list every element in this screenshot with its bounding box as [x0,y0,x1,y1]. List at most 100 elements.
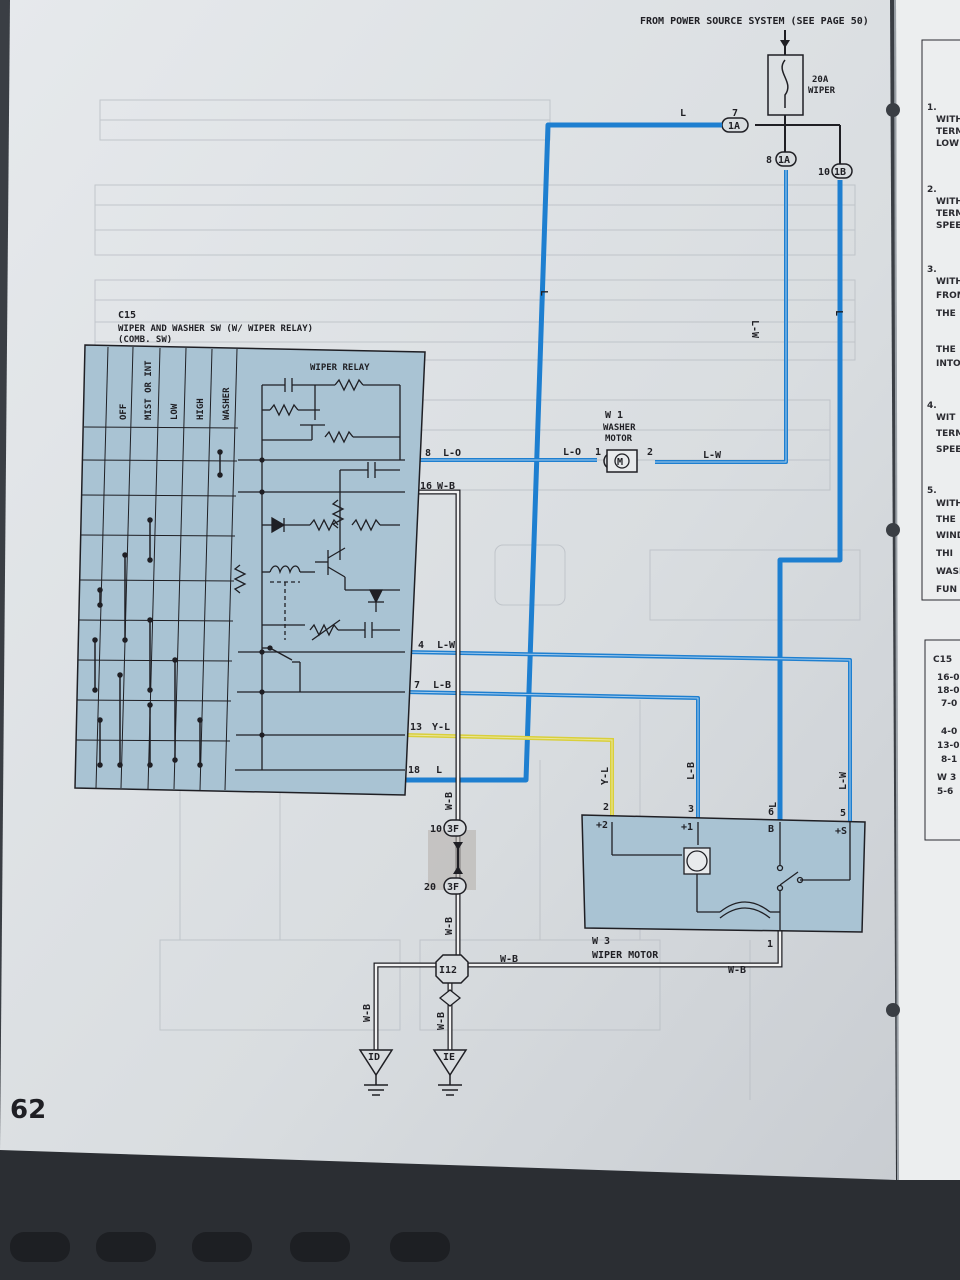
step-5-l1: WITH [936,499,960,509]
connector-1a-label: 1A [728,121,740,132]
c15-header: C15 [933,655,952,665]
right-page-steps: 1. WITH TERM LOW 2. WITH TERM SPEE 3. WI… [921,39,960,601]
connector-3f-pin-20: 20 [424,882,436,893]
switch-pin-4: 4 [418,640,424,651]
switch-pin-16: 16 [420,481,432,492]
washer-pin-1: 1 [595,447,601,458]
w3-row-1: 5-6 [937,787,953,797]
relay-label: WIPER RELAY [310,363,370,373]
wiper-motor-code: W 3 [592,936,610,947]
fuse-rating: 20A [812,75,829,85]
wire-l-vertical-c: L [768,802,779,808]
pin-8: 8 [766,155,772,166]
wiper-pin-2: 2 [603,802,609,813]
svg-text:M: M [617,457,623,468]
connector-3f: 3F 10 3F 20 W-B W-B [424,792,467,935]
ground-ie: IE [432,1049,468,1096]
right-page [896,0,960,1180]
pin-10: 10 [818,167,830,178]
wire-l-vertical-a: L [833,310,844,316]
col-high: HIGH [196,398,206,420]
relay-circuit [233,378,405,771]
switch-title: WIPER AND WASHER SW (W/ WIPER RELAY) [118,324,313,334]
step-2-l3: SPEE [936,221,960,231]
power-source-note: FROM POWER SOURCE SYSTEM (SEE PAGE 50) [640,16,869,27]
washer-motor-code: W 1 [605,410,623,421]
c15-row-1: 16-0 [937,673,960,683]
col-low: LOW [170,403,180,420]
step-5-l4: THI [936,549,953,559]
right-page-continuity-table: C15 16-0 18-0 7-0 4-0 13-0 8-1 W 3 5-6 [924,639,960,841]
c15-row-6: 8-1 [941,755,957,765]
connector-3f-bottom: 3F [447,882,459,893]
w3-header: W 3 [937,773,956,783]
step-4-l2: TERM [936,429,960,439]
fuse-20a-wiper: 20A WIPER [767,30,836,140]
step-1-l3: LOW [936,139,959,149]
wire-wb-a: W-B [444,792,455,810]
wiper-motor-w3: 2 +2 3 +1 6 B 5 +S 1 W 3 [581,802,866,976]
step-5-l6: FUN [936,585,957,595]
switch-pin-8-color: L-O [443,448,461,459]
junction-i12-label: I12 [439,965,457,976]
step-5-l3: WIND [936,531,960,541]
c15-row-2: 18-0 [937,686,960,696]
binder-holes [886,103,900,1017]
switch-code: C15 [118,310,136,321]
junction-i12: I12 W-B W-B W-B [362,954,518,1030]
wire-lw-vertical: L-W [749,320,760,339]
switch-pin-7: 7 [414,680,420,691]
switch-pin-8: 8 [425,448,431,459]
ground-ie-label: IE [443,1052,455,1063]
col-mist-or-int: MIST OR INT [144,360,154,420]
connector-3f-pin-10: 10 [430,824,442,835]
wiper-term-b: B [768,824,774,835]
c15-row-3: 7-0 [941,699,957,709]
washer-motor-name1: WASHER [603,423,636,433]
ground-id: ID [358,1049,394,1096]
step-3-l1: WITH [936,277,960,287]
step-3-num: 3. [927,265,937,275]
switch-pin-4-color: L-W [437,640,456,651]
wire-wb-c: W-B [500,954,518,965]
washer-motor-name2: MOTOR [605,434,633,444]
col-off: OFF [119,404,129,420]
step-2-num: 2. [927,185,937,195]
connector-1b: 1B [834,167,846,178]
step-5-l2: THE [936,515,956,525]
wire-l-top: L [680,108,686,119]
ground-id-label: ID [368,1052,380,1063]
wire-wb-d: W-B [362,1004,373,1022]
step-1-num: 1. [927,103,937,113]
washer-left-wire: L-O [563,447,581,458]
wiper-washer-switch-c15: C15 WIPER AND WASHER SW (W/ WIPER RELAY)… [74,310,461,796]
step-5-l5: WASH [936,567,960,577]
wire-yl-vertical: Y-L [600,767,611,785]
switch-pin-13: 13 [410,722,422,733]
laptop-keys [10,1232,450,1262]
wiper-ground-pin: 1 [767,939,773,950]
wire-lw-vertical-b: L-W [838,771,849,790]
wire-l-vertical-b: L [538,290,549,296]
fuse-name: WIPER [808,86,836,96]
wiper-pin-3: 3 [688,804,694,815]
switch-pin-13-color: Y-L [432,722,450,733]
pin-7: 7 [732,108,738,119]
washer-motor-w1: W 1 WASHER MOTOR M L-O 1 2 L-W [563,410,722,473]
step-4-l3: SPEE [936,445,960,455]
step-3-l2: FROM [936,291,960,301]
connector-3f-top: 3F [447,824,459,835]
washer-pin-2: 2 [647,447,653,458]
wire-lb-vertical: L-B [686,762,697,780]
switch-pin-18: 18 [408,765,420,776]
wiper-pin-5: 5 [840,808,846,819]
wire-wb-e: W-B [436,1012,447,1030]
step-3-l5: INTO [936,359,960,369]
switch-subtitle: (COMB. SW) [118,335,172,345]
step-4-num: 4. [927,401,937,411]
step-1-l1: WITH [936,115,960,125]
wiper-motor-name: WIPER MOTOR [592,950,659,961]
junction-block-1a: 1A 7 1A 8 1B 10 L [680,108,853,179]
